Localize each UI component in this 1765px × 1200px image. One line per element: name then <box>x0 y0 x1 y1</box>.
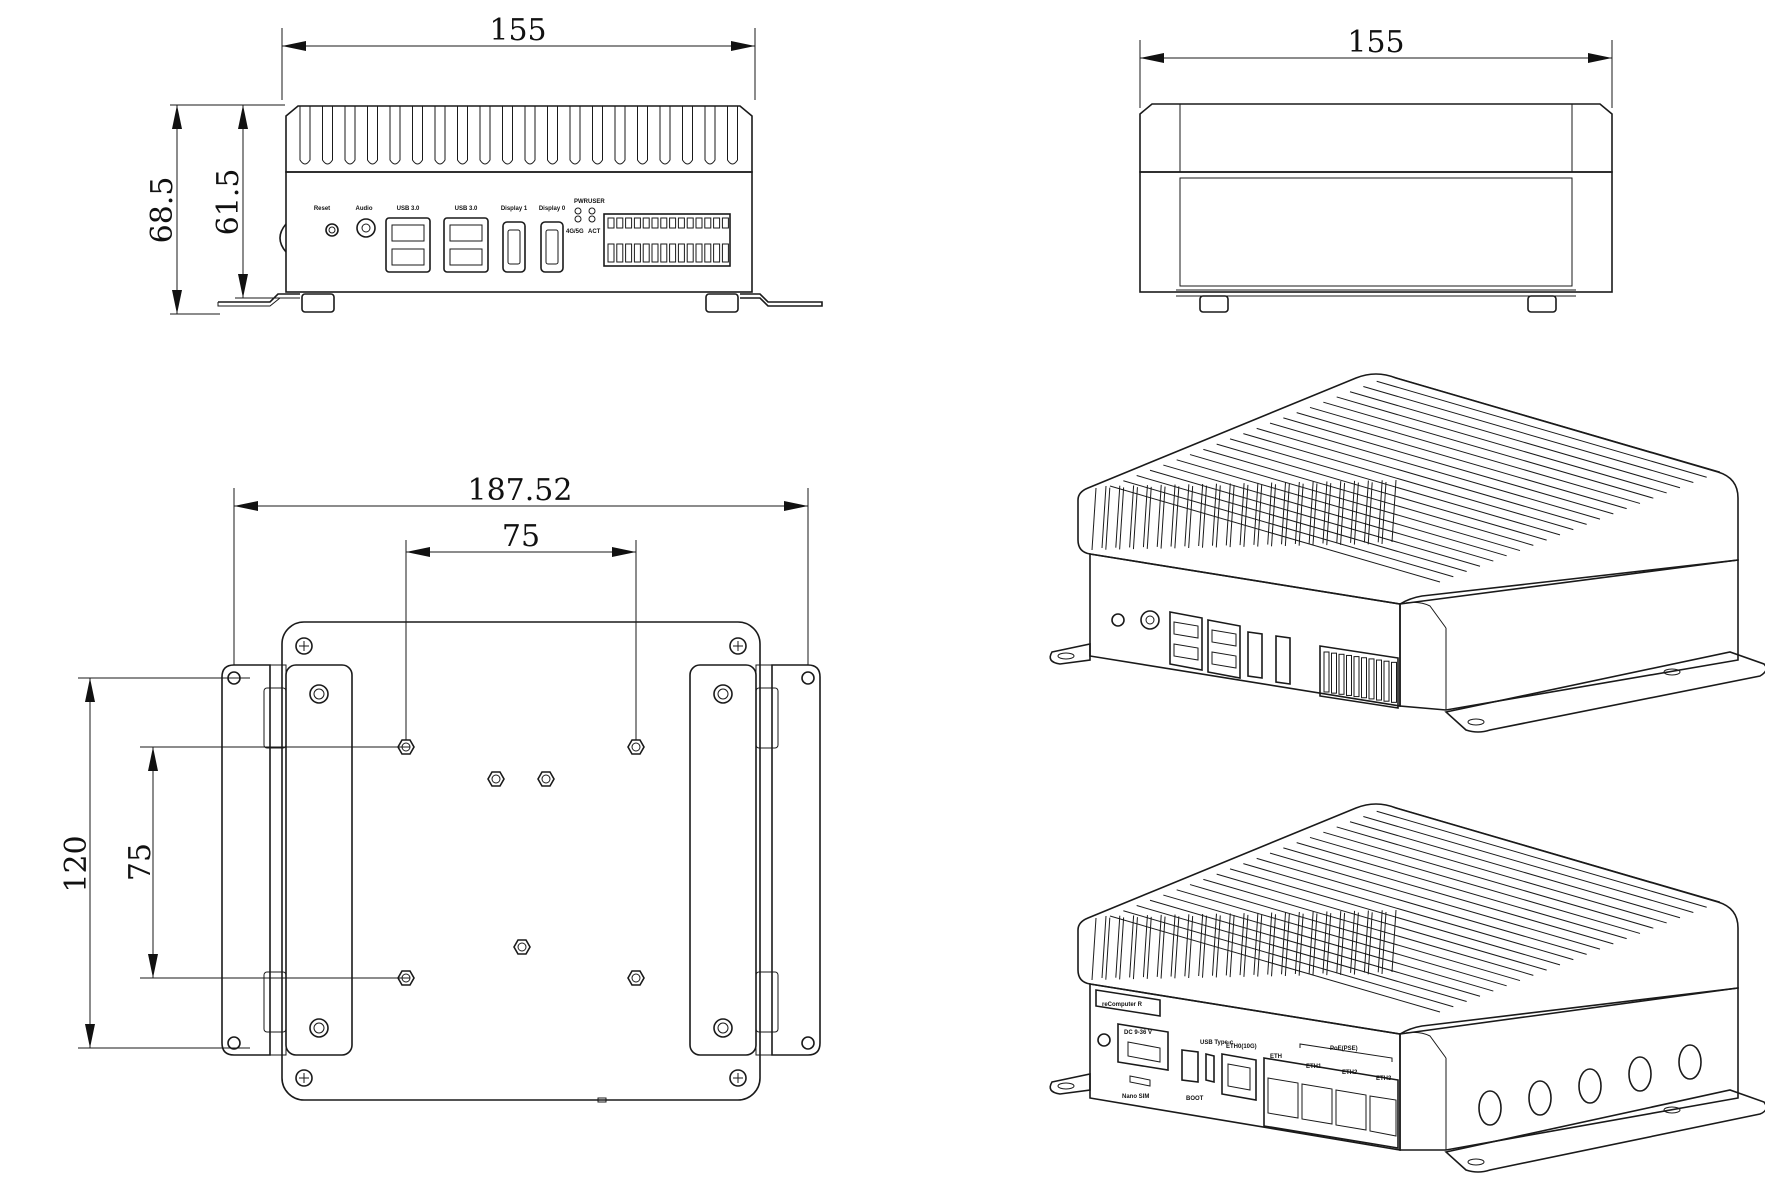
audio-jack <box>356 218 376 238</box>
eth1-label: ETH1 <box>1306 1064 1322 1070</box>
display-0-port <box>540 221 564 273</box>
display-1-label: Display 1 <box>501 206 528 212</box>
reset-button <box>325 223 339 237</box>
dim-bottom-width: 187.52 <box>468 473 573 508</box>
terminal-block <box>603 213 731 267</box>
display-1-port <box>502 221 526 273</box>
pwr-label: PWR <box>574 199 589 205</box>
act-label: ACT <box>588 229 601 235</box>
user-label: USER <box>588 199 605 205</box>
usb-port-pair-1 <box>385 217 431 273</box>
display-0-label: Display 0 <box>539 206 566 212</box>
heatsink-fins-iso-2 <box>1091 805 1721 1013</box>
dim-side-width: 155 <box>1347 25 1404 60</box>
lte-label: 4G/5G <box>566 229 584 235</box>
audio-label: Audio <box>356 206 373 212</box>
usb-port-pair-2 <box>443 217 489 273</box>
eth-main-label: ETH0(10G) <box>1226 1044 1257 1050</box>
dim-front-height-total: 68.5 <box>145 177 180 244</box>
front-ports: Reset Audio USB 3.0 USB 3.0 Display 1 Di… <box>314 199 731 273</box>
usb-a-label: USB 3.0 <box>397 206 420 212</box>
reset-label: Reset <box>314 206 330 212</box>
eth2-label: ETH2 <box>1342 1070 1358 1076</box>
bottom-view: 187.52 75 120 75 <box>59 473 821 1103</box>
eth0-label: ETH <box>1270 1054 1282 1060</box>
dim-front-height-body: 61.5 <box>211 169 246 236</box>
dim-front-width: 155 <box>489 13 546 48</box>
brand-label: reComputer R <box>1102 1002 1143 1008</box>
dim-hole-spacing-x: 75 <box>502 519 540 554</box>
heatsink-fins <box>299 106 738 165</box>
boot-label: BOOT <box>1186 1096 1204 1102</box>
poe-label: PoE(PSE) <box>1330 1046 1358 1052</box>
eth3-label: ETH3 <box>1376 1076 1392 1082</box>
isometric-rear-view: reComputer R DC 9-36 V Nano SIM USB Type… <box>1049 803 1765 1173</box>
front-view: 155 68.5 61.5 Reset Au <box>145 13 823 315</box>
usb-b-label: USB 3.0 <box>455 206 478 212</box>
side-view: 155 <box>1139 25 1613 313</box>
isometric-front-view <box>1049 373 1765 733</box>
power-label: DC 9-36 V <box>1124 1030 1152 1036</box>
heatsink-fins-iso-1 <box>1091 375 1721 583</box>
dim-bottom-depth: 120 <box>59 835 94 892</box>
usb-typec-label: USB Type-c <box>1200 1040 1234 1046</box>
nano-sim-label: Nano SIM <box>1122 1094 1149 1100</box>
dim-hole-spacing-y: 75 <box>123 843 158 881</box>
